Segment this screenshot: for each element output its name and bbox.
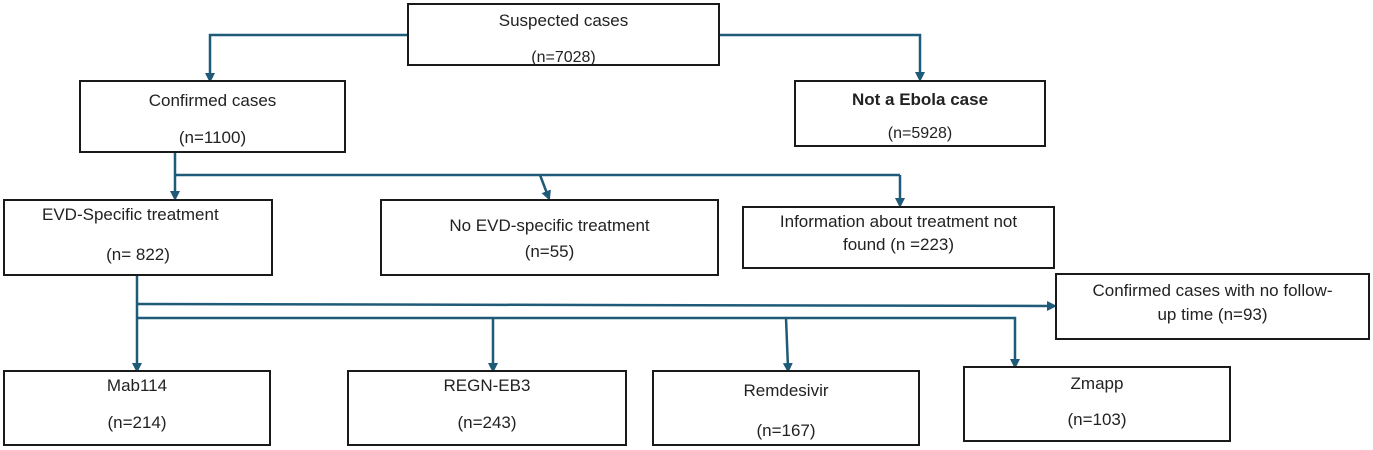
regn-eb3-box: REGN-EB3 (n=243) <box>347 370 627 446</box>
remdesivir-count: (n=167) <box>756 421 816 440</box>
arrow-suspected-to-not-ebola <box>720 33 925 82</box>
mab114-count: (n=214) <box>107 413 167 432</box>
info-not-found-box: Information about treatment not found (n… <box>742 206 1055 269</box>
suspected-cases-count: (n=7028) <box>531 49 596 66</box>
zmapp-box: Zmapp (n=103) <box>963 366 1231 442</box>
not-ebola-title: Not a Ebola case <box>851 90 989 109</box>
mab114-box: Mab114 (n=214) <box>3 370 271 446</box>
confirmed-cases-title: Confirmed cases <box>148 91 277 110</box>
arrow-to-remdesivir <box>782 317 793 373</box>
arrow-to-no-evd <box>538 174 551 201</box>
no-followup-line2: up time (n=93) <box>1157 305 1268 324</box>
zmapp-count: (n=103) <box>1067 410 1127 429</box>
zmapp-title: Zmapp <box>1070 374 1124 393</box>
remdesivir-box: Remdesivir (n=167) <box>652 370 920 446</box>
suspected-cases-title: Suspected cases <box>498 11 629 30</box>
no-evd-specific-title: No EVD-specific treatment <box>449 216 650 235</box>
no-evd-specific-count: (n=55) <box>524 242 575 261</box>
no-followup-line1: Confirmed cases with no follow- <box>1092 281 1333 300</box>
info-not-found-line1: Information about treatment not <box>779 212 1018 231</box>
info-not-found-line2: found (n =223) <box>842 235 955 254</box>
no-followup-box: Confirmed cases with no follow- up time … <box>1055 273 1370 340</box>
evd-specific-box: EVD-Specific treatment (n= 822) <box>3 199 273 276</box>
regn-eb3-title: REGN-EB3 <box>443 376 531 395</box>
regn-eb3-count: (n=243) <box>457 413 517 432</box>
connector-treatment-branch <box>137 316 1020 369</box>
suspected-cases-box: Suspected cases (n=7028) <box>407 3 720 66</box>
not-ebola-box: Not a Ebola case (n=5928) <box>794 80 1046 147</box>
confirmed-cases-count: (n=1100) <box>178 128 247 147</box>
mab114-title: Mab114 <box>106 376 168 395</box>
evd-specific-count: (n= 822) <box>106 245 170 264</box>
evd-specific-title: EVD-Specific treatment <box>42 205 219 224</box>
arrow-to-no-followup <box>136 300 1057 311</box>
confirmed-cases-box: Confirmed cases (n=1100) <box>79 80 346 153</box>
remdesivir-title: Remdesivir <box>743 381 829 400</box>
arrow-suspected-to-confirmed <box>205 33 407 83</box>
no-evd-specific-box: No EVD-specific treatment (n=55) <box>380 199 719 276</box>
not-ebola-count: (n=5928) <box>887 125 953 142</box>
